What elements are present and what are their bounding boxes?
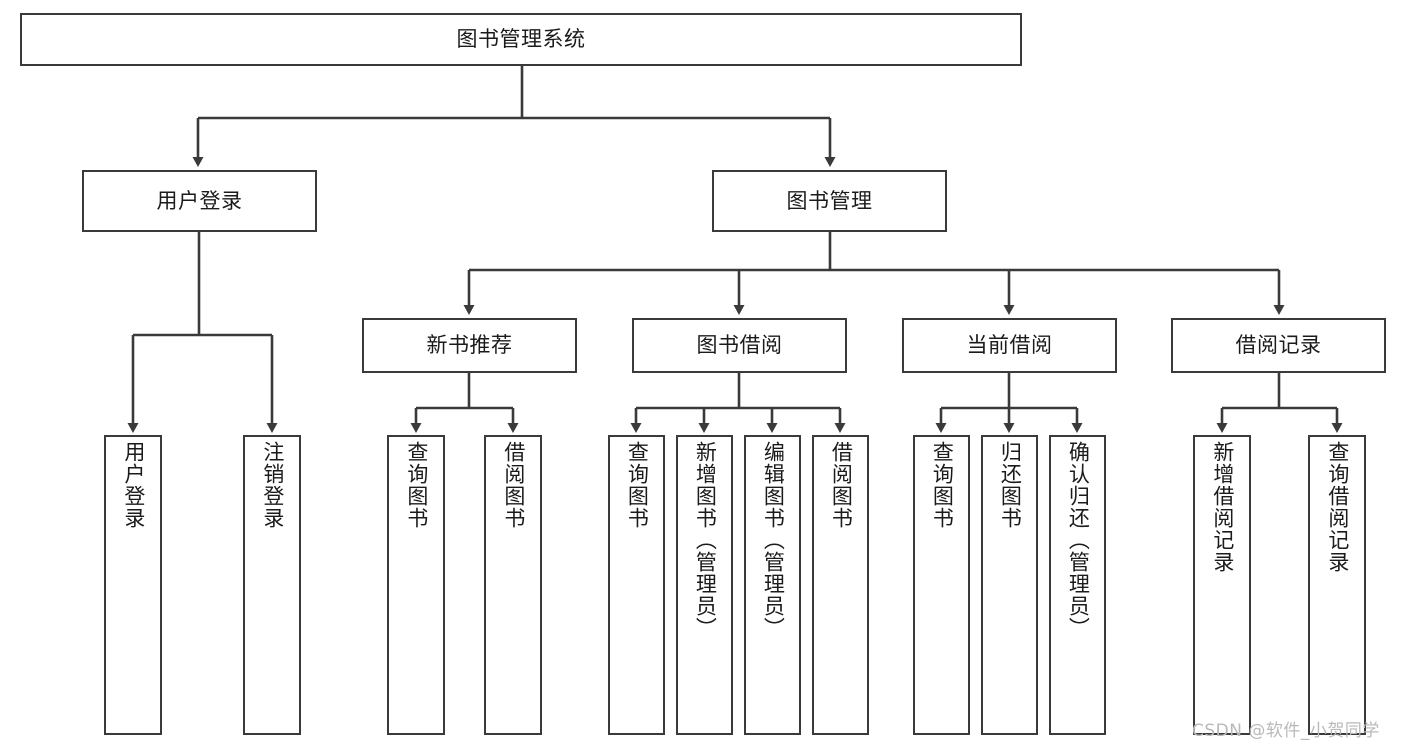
node-label: 注销登录 — [260, 441, 285, 529]
node-root-book-management-system[interactable]: 图书管理系统 — [20, 13, 1022, 66]
node-leaf-borrow-book[interactable]: 借阅图书 — [812, 435, 869, 735]
node-leaf-return-book[interactable]: 归还图书 — [981, 435, 1038, 735]
node-label: 当前借阅 — [966, 333, 1053, 358]
node-label: 确认归还（管理员） — [1066, 441, 1091, 639]
node-label: 新增图书（管理员） — [693, 441, 718, 639]
node-leaf-borrow-book-recommend[interactable]: 借阅图书 — [484, 435, 542, 735]
node-label: 新书推荐 — [426, 333, 513, 358]
node-current-borrow[interactable]: 当前借阅 — [902, 318, 1117, 373]
node-leaf-query-book-borrow[interactable]: 查询图书 — [608, 435, 665, 735]
node-leaf-user-login[interactable]: 用户登录 — [104, 435, 162, 735]
node-leaf-add-borrow-record[interactable]: 新增借阅记录 — [1193, 435, 1251, 735]
node-label: 借阅记录 — [1235, 333, 1322, 358]
node-label: 新增借阅记录 — [1210, 441, 1235, 573]
node-leaf-edit-book-admin[interactable]: 编辑图书（管理员） — [744, 435, 801, 735]
node-borrow-record[interactable]: 借阅记录 — [1171, 318, 1386, 373]
node-leaf-add-book-admin[interactable]: 新增图书（管理员） — [676, 435, 733, 735]
node-label: 查询图书 — [404, 441, 429, 529]
node-label: 图书借阅 — [696, 333, 783, 358]
node-leaf-query-borrow-record[interactable]: 查询借阅记录 — [1308, 435, 1366, 735]
node-leaf-confirm-return-admin[interactable]: 确认归还（管理员） — [1049, 435, 1106, 735]
node-leaf-logout[interactable]: 注销登录 — [243, 435, 301, 735]
node-label: 查询图书 — [625, 441, 650, 529]
node-book-borrow[interactable]: 图书借阅 — [632, 318, 847, 373]
node-label: 借阅图书 — [501, 441, 526, 529]
node-label: 图书管理 — [786, 188, 873, 213]
node-leaf-query-book-current[interactable]: 查询图书 — [913, 435, 970, 735]
node-new-book-recommend[interactable]: 新书推荐 — [362, 318, 577, 373]
node-label: 查询借阅记录 — [1325, 441, 1350, 573]
node-label: 归还图书 — [998, 441, 1023, 529]
node-label: 查询图书 — [930, 441, 955, 529]
node-user-login[interactable]: 用户登录 — [82, 170, 317, 232]
node-label: 用户登录 — [156, 188, 243, 213]
node-label: 图书管理系统 — [456, 27, 586, 52]
node-label: 用户登录 — [121, 441, 146, 529]
node-leaf-query-book-recommend[interactable]: 查询图书 — [387, 435, 445, 735]
node-label: 借阅图书 — [829, 441, 854, 529]
node-book-management[interactable]: 图书管理 — [712, 170, 947, 232]
csdn-watermark: CSDN @软件_小贺同学 — [1192, 721, 1380, 741]
node-label: 编辑图书（管理员） — [761, 441, 786, 639]
